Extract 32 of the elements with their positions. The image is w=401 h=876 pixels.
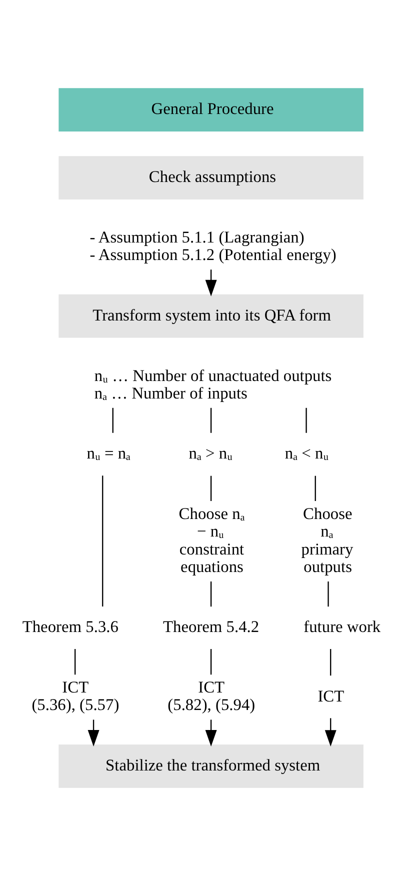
node-box: Check assumptions — [58, 156, 364, 200]
node-text: Theorem 5.4.2 — [162, 617, 260, 636]
node-text: nₐ > nᵤ — [188, 444, 233, 463]
connector — [102, 476, 104, 606]
node-text: nᵤ = nₐ — [86, 444, 131, 463]
arrow — [205, 270, 217, 296]
arrow — [205, 720, 217, 746]
node-text: Choose nₐ − nᵤ constraint equations — [178, 504, 245, 576]
node-text: Choose nₐ primary outputs — [301, 504, 354, 576]
connector — [210, 408, 212, 433]
node-text: ICT (5.82), (5.94) — [168, 678, 256, 714]
connector — [112, 408, 114, 433]
node-text: Theorem 5.3.6 — [22, 617, 118, 636]
connector — [314, 476, 316, 502]
node-text: future work — [304, 617, 381, 636]
connector — [328, 581, 329, 607]
node-box: Stabilize the transformed system — [58, 744, 364, 788]
connector — [210, 476, 212, 502]
arrow — [324, 718, 336, 746]
connector — [210, 649, 212, 675]
node-text: nₐ < nᵤ — [284, 444, 329, 463]
node-text: ICT (5.36), (5.57) — [32, 678, 120, 714]
node-box: Transform system into its QFA form — [58, 294, 364, 338]
node-text: nᵤ … Number of unactuated outputs nₐ … Number of inputs — [94, 366, 332, 402]
node-text: - Assumption 5.1.1 (Lagrangian) - Assumption 5.1.2 (Potential energy) — [90, 227, 336, 264]
connector — [306, 408, 307, 433]
node-box: General Procedure — [58, 88, 364, 132]
connector — [74, 649, 76, 675]
node-text: ICT — [318, 686, 344, 706]
connector — [210, 581, 212, 607]
connector — [330, 649, 332, 676]
arrow — [88, 720, 100, 746]
